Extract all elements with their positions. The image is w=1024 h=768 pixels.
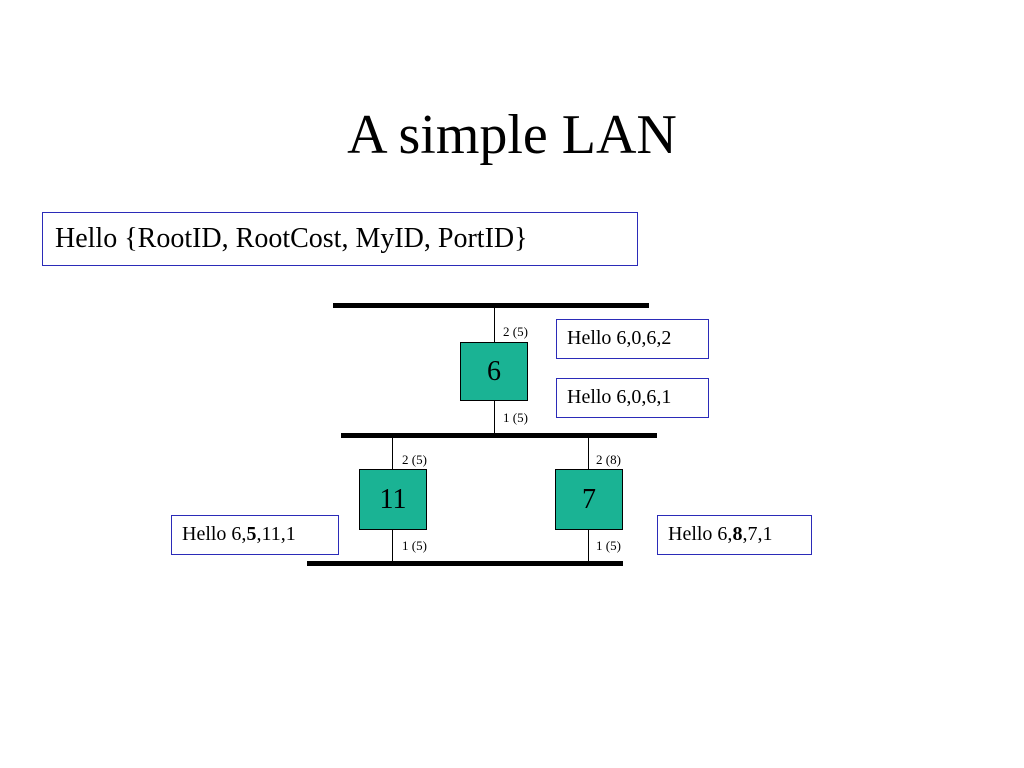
hello-msg-b11-cost: 5	[246, 523, 257, 545]
bridge-11: 11	[359, 469, 427, 530]
hello-msg-b11-prefix: Hello 6,	[182, 523, 247, 545]
link-b6-middle	[494, 400, 495, 433]
slide-title: A simple LAN	[347, 104, 677, 166]
link-b6-top	[494, 308, 495, 342]
port-label-b7-2: 2 (8)	[596, 452, 621, 467]
link-b11-bottom	[392, 530, 393, 561]
link-b7-bottom	[588, 530, 589, 561]
bridge-6: 6	[460, 342, 528, 401]
lan-bus-top	[333, 303, 649, 308]
port-label-b6-1: 1 (5)	[503, 410, 528, 425]
port-label-b11-1: 1 (5)	[402, 538, 427, 553]
hello-format-box: Hello {RootID, RootCost, MyID, PortID}	[42, 212, 638, 266]
link-b11-middle	[392, 438, 393, 470]
port-label-b7-1: 1 (5)	[596, 538, 621, 553]
lan-bus-bottom	[307, 561, 623, 566]
port-label-b11-2: 2 (5)	[402, 452, 427, 467]
hello-msg-b6-port2: Hello 6,0,6,2	[556, 319, 709, 359]
hello-msg-b11-suffix: ,11,1	[256, 523, 296, 545]
hello-msg-b11: Hello 6,5,11,1	[171, 515, 339, 555]
port-label-b6-2: 2 (5)	[503, 324, 528, 339]
link-b7-middle	[588, 438, 589, 470]
hello-msg-b7-cost: 8	[732, 523, 743, 545]
bridge-7: 7	[555, 469, 623, 530]
lan-bus-middle	[341, 433, 657, 438]
hello-msg-b7-suffix: ,7,1	[742, 523, 773, 545]
hello-msg-b6-port1: Hello 6,0,6,1	[556, 378, 709, 418]
hello-msg-b7: Hello 6,8,7,1	[657, 515, 812, 555]
hello-msg-b7-prefix: Hello 6,	[668, 523, 733, 545]
